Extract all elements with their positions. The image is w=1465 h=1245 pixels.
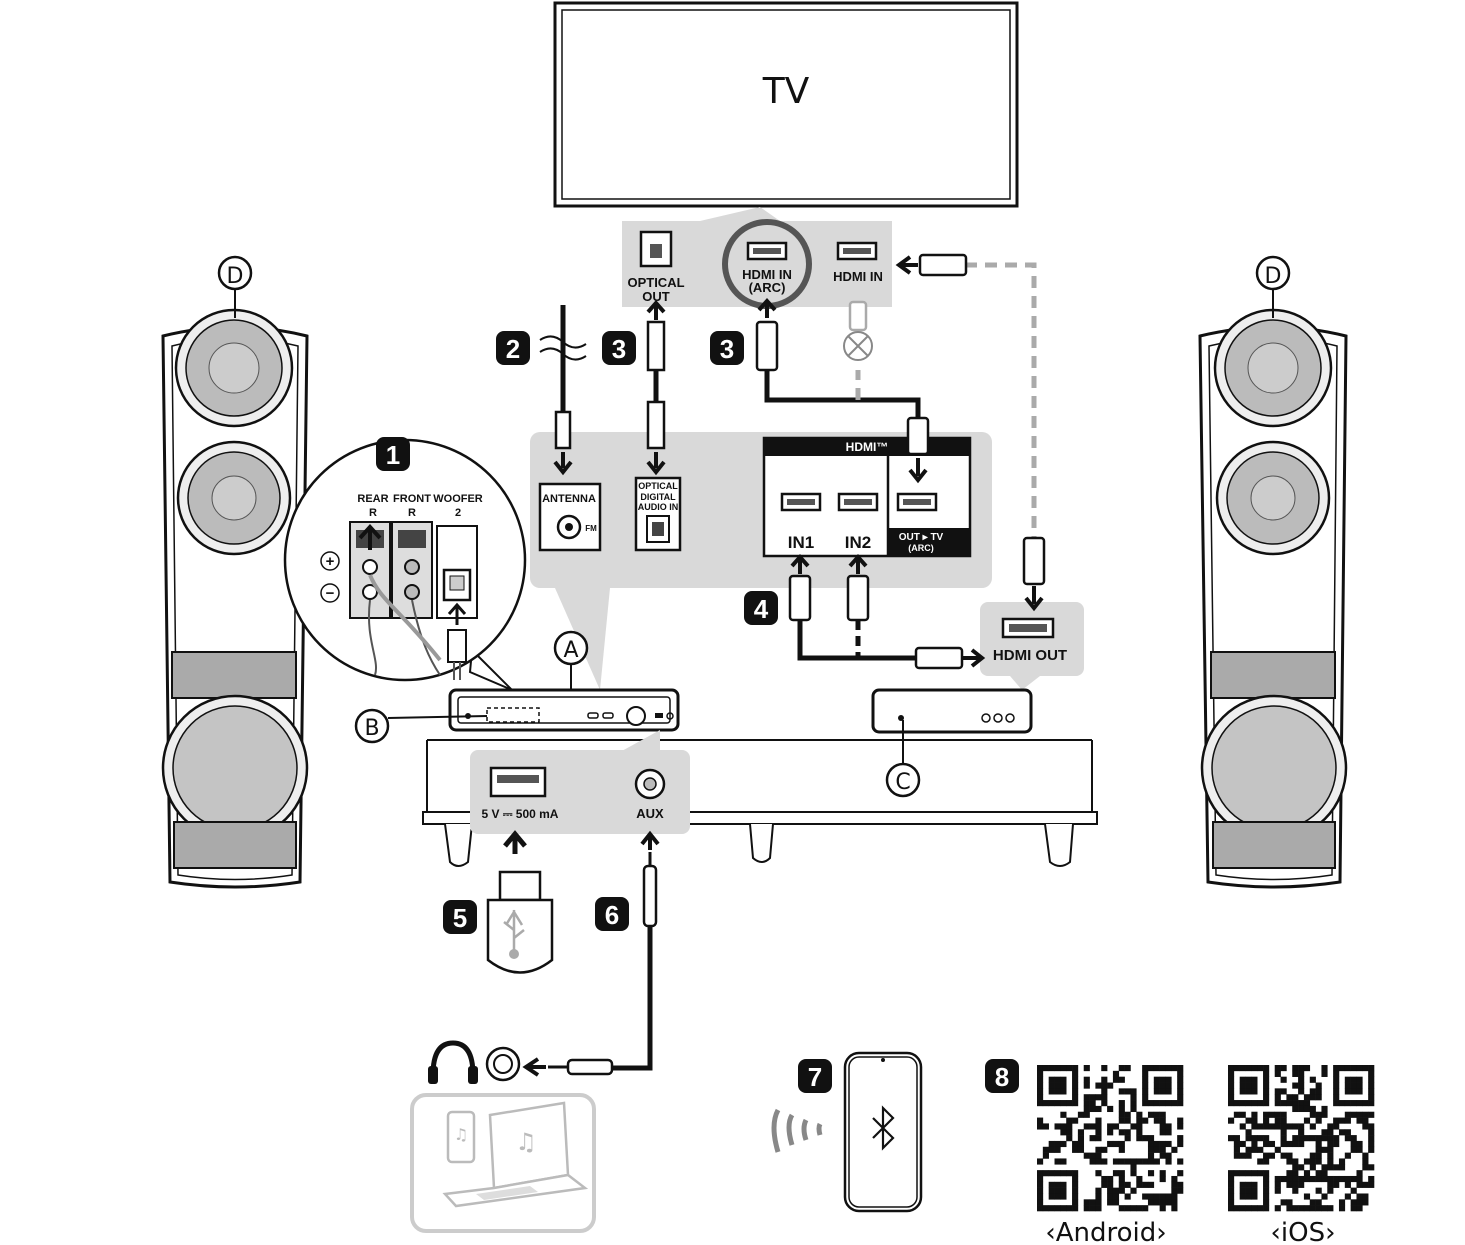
usb-rating-label: 5 V ⎓ 500 mA: [482, 807, 559, 821]
music-note-icon: ♫: [454, 1125, 468, 1144]
bluetooth-phone: [771, 1051, 923, 1213]
terminal-woofer-2-label: 2: [455, 507, 461, 519]
main-unit: A B: [354, 630, 680, 744]
terminal-front-label: FRONT: [393, 493, 431, 505]
optical-in-label-2: DIGITAL: [640, 492, 676, 502]
step-3-badge-hdmi: 3: [710, 331, 744, 365]
step-5-badge: 5: [443, 900, 477, 934]
step-2-number: 2: [506, 334, 520, 364]
step-2-badge: 2: [496, 331, 530, 365]
step-1-badge: 1: [376, 437, 410, 471]
step-1-number: 1: [386, 440, 400, 470]
cables: [503, 253, 1046, 1077]
optical-out-label-2: OUT: [642, 289, 670, 304]
hdmi-out-label: HDMI OUT: [993, 647, 1067, 664]
qr-code-android: ‹Android›: [1037, 1065, 1184, 1245]
qr-code-ios: ‹iOS›: [1228, 1065, 1375, 1245]
step-badges: 1 2 3 3 4 5 6 7: [376, 331, 1019, 1093]
front-panel-zoom: 5 V ⎓ 500 mA AUX: [470, 730, 690, 834]
step-7-number: 7: [808, 1062, 822, 1092]
step-4-badge: 4: [744, 591, 778, 625]
fm-label: FM: [585, 524, 597, 533]
hdmi-in-arc-label-2: (ARC): [749, 280, 786, 295]
source-device: C: [871, 688, 1033, 798]
qr-ios-label: ‹iOS›: [1271, 1218, 1336, 1245]
qr-code-icon: [1037, 1065, 1184, 1212]
callout-c: C: [895, 770, 910, 795]
audio-devices-group: ♫ ♫: [410, 1093, 596, 1233]
callout-b: B: [364, 716, 379, 741]
terminal-woofer-label: WOOFER: [433, 493, 483, 505]
step-3-number-optical: 3: [612, 334, 626, 364]
terminal-plus-label: +: [326, 553, 335, 570]
terminal-front-r-label: R: [408, 507, 416, 519]
hdmi-in-arc-label-1: HDMI IN: [742, 267, 792, 282]
music-note-icon: ♫: [515, 1128, 537, 1156]
usb-drive-icon: [486, 870, 554, 974]
step-3-number-hdmi: 3: [720, 334, 734, 364]
step-6-badge: 6: [595, 897, 629, 931]
step-5-number: 5: [453, 903, 467, 933]
terminal-rear-label: REAR: [357, 493, 388, 505]
in2-label: IN2: [845, 533, 871, 552]
bluetooth-icon: [872, 1105, 895, 1151]
aux-input-jack-icon: [485, 1046, 521, 1082]
speaker-terminal-zoom: REAR R FRONT R WOOFER 2 + −: [283, 438, 527, 691]
step-7-badge: 7: [798, 1059, 832, 1093]
terminal-rear-r-label: R: [369, 507, 377, 519]
terminal-minus-label: −: [326, 585, 335, 602]
optical-in-label-1: OPTICAL: [638, 481, 678, 491]
step-6-number: 6: [605, 900, 619, 930]
out-tv-label: OUT ▸ TV: [899, 532, 944, 543]
step-4-number: 4: [754, 594, 769, 624]
headphones-icon: [428, 1040, 478, 1084]
source-hdmi-out-panel: HDMI OUT: [980, 602, 1084, 690]
qr-code-icon: [1228, 1065, 1375, 1212]
antenna-label: ANTENNA: [542, 493, 596, 505]
unit-rear-panel: ANTENNA FM OPTICAL DIGITAL AUDIO IN HDMI…: [530, 432, 992, 690]
step-8-number: 8: [995, 1062, 1009, 1092]
hdmi-logo: HDMI™: [846, 440, 889, 454]
callout-d-left: D: [227, 264, 244, 289]
hdmi-in-label: HDMI IN: [833, 269, 883, 284]
out-tv-arc-label: (ARC): [908, 543, 934, 553]
optical-in-label-3: AUDIO IN: [638, 502, 679, 512]
step-8-badge: 8: [985, 1059, 1019, 1093]
step-3-badge-optical: 3: [602, 331, 636, 365]
callout-a: A: [563, 638, 578, 663]
right-speaker: D: [1198, 255, 1348, 889]
qr-android-label: ‹Android›: [1045, 1218, 1166, 1245]
tv-label: TV: [762, 71, 810, 112]
callout-d-right: D: [1265, 264, 1282, 289]
aux-label: AUX: [636, 806, 664, 821]
tv-connector-panel: OPTICAL OUT HDMI IN (ARC) HDMI IN: [622, 207, 892, 309]
tv: TV: [553, 1, 1019, 208]
left-speaker: D: [161, 255, 309, 889]
in1-label: IN1: [788, 533, 814, 552]
optical-out-label-1: OPTICAL: [627, 275, 684, 290]
